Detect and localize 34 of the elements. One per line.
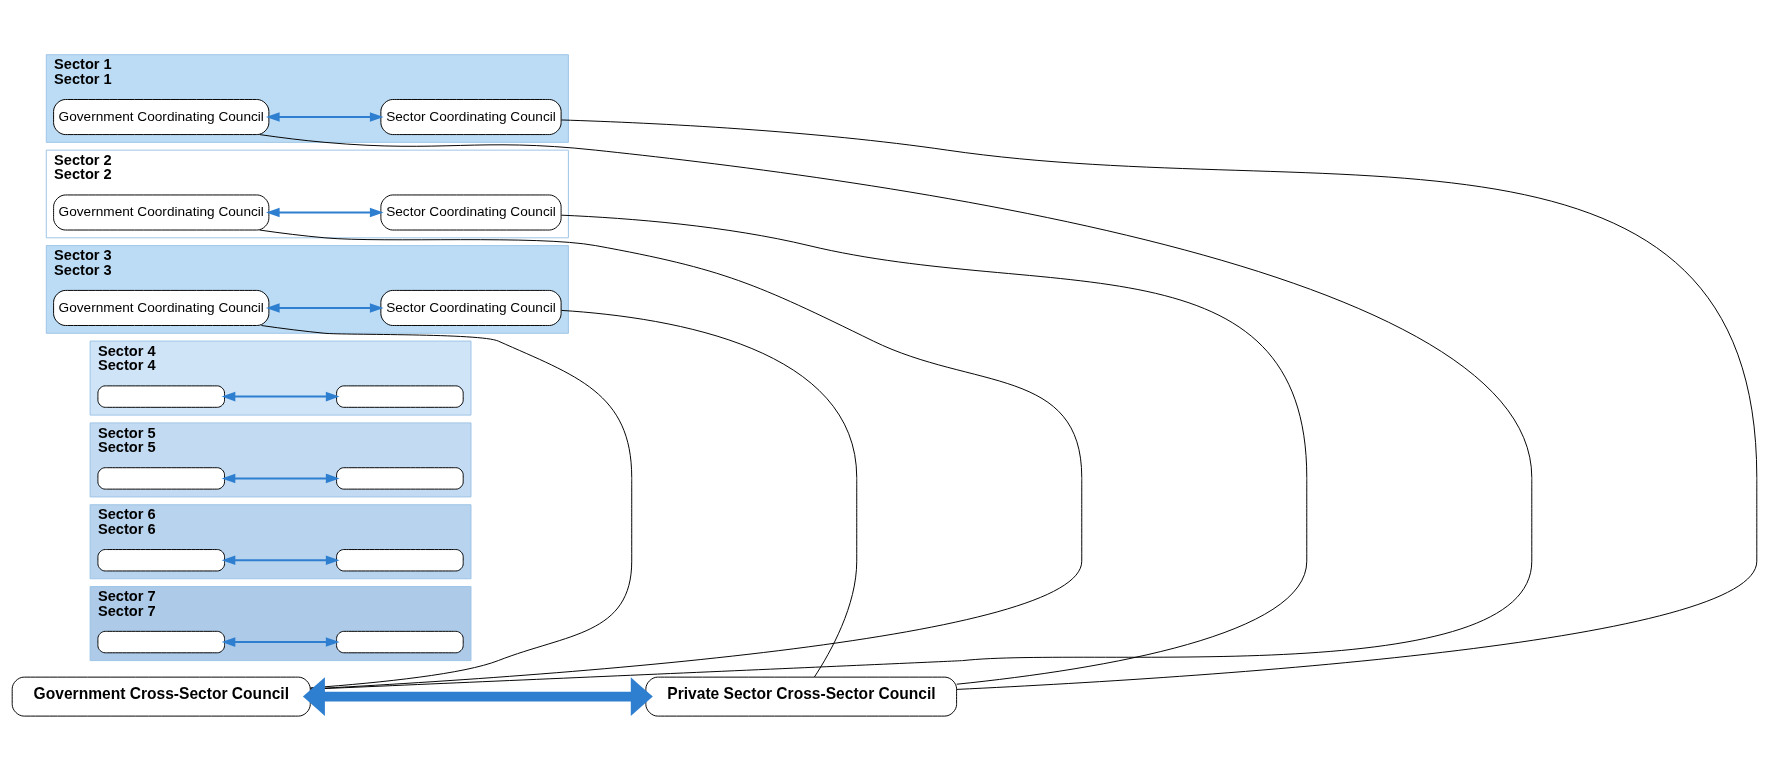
node-box: Government Coordinating Council: [53, 99, 270, 136]
node-box: [336, 467, 464, 490]
arrow: [302, 677, 653, 716]
node-box: [97, 385, 226, 408]
arrow: [265, 303, 384, 313]
arrow: [221, 555, 340, 566]
cluster: Sector 5 Sector 5: [89, 422, 472, 498]
connector: [560, 214, 1308, 685]
connector: [260, 325, 633, 689]
connector: [560, 119, 1758, 690]
node-box: Private Sector Cross-Sector Council: [645, 676, 958, 717]
connector: [259, 134, 1533, 690]
node-box: Government Cross-Sector Council: [11, 676, 311, 717]
node-box: Sector Coordinating Council: [380, 289, 562, 326]
node-box: Sector Coordinating Council: [380, 99, 562, 136]
arrow: [265, 207, 384, 218]
node-box: Sector Coordinating Council: [380, 194, 562, 231]
node-box: [97, 630, 226, 654]
cluster: Sector 7 Sector 7: [89, 586, 472, 662]
node-box: Government Coordinating Council: [53, 289, 270, 326]
connector: [259, 229, 1083, 690]
connector: [560, 309, 858, 678]
node-box: Government Coordinating Council: [53, 194, 270, 231]
node-box: [336, 549, 464, 572]
arrow: [221, 637, 340, 647]
node-box: [336, 385, 464, 408]
node-box: [336, 630, 464, 654]
cluster: Sector 6 Sector 6: [89, 504, 472, 580]
arrow: [221, 391, 340, 402]
node-box: [97, 467, 226, 490]
cluster: Sector 4 Sector 4: [89, 340, 472, 416]
node-box: [97, 549, 226, 572]
arrow: [221, 473, 340, 484]
arrow: [265, 112, 384, 122]
